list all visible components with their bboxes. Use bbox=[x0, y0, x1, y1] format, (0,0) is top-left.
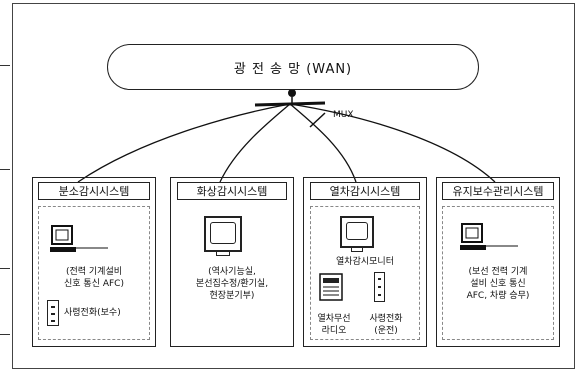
phone-label-line: (운전) bbox=[374, 326, 398, 336]
panel-desc-line: (보선 전력 기계 bbox=[468, 267, 528, 277]
edge-tick bbox=[0, 169, 10, 170]
workstation-icon bbox=[460, 223, 518, 250]
panel-desc-line: (전력 기계설비 bbox=[65, 267, 123, 277]
panel-desc-line: 설비 신호 통신 bbox=[470, 279, 526, 289]
wan-label: 광 전 송 망 (WAN) bbox=[233, 61, 353, 77]
panel-desc-line: AFC, 차량 승무) bbox=[466, 291, 530, 301]
panel-substation-monitoring bbox=[32, 177, 156, 347]
diagram-frame bbox=[12, 3, 575, 369]
panel-desc-line: 현장분기부) bbox=[209, 291, 255, 301]
radio-label-line: 라디오 bbox=[321, 326, 347, 336]
edge-tick bbox=[0, 334, 10, 335]
phone-label-line: 사령전화 bbox=[369, 314, 403, 324]
monitor-icon bbox=[340, 216, 374, 252]
workstation-icon bbox=[50, 225, 108, 252]
edge-tick bbox=[0, 65, 10, 66]
monitor-label: 열차감시모니터 bbox=[336, 257, 394, 267]
wan-network-cloud: 광 전 송 망 (WAN) bbox=[107, 44, 479, 90]
radio-label-line: 열차무선 bbox=[317, 314, 351, 324]
telephone-icon bbox=[374, 272, 385, 302]
edge-tick bbox=[0, 268, 10, 269]
panel-inner-maintenance bbox=[442, 206, 554, 340]
panel-video-monitoring bbox=[170, 177, 294, 347]
panel-maintenance-management bbox=[436, 177, 560, 347]
panel-inner-train bbox=[310, 206, 420, 340]
wan-node bbox=[288, 89, 296, 97]
mux-mark bbox=[309, 112, 326, 128]
telephone-icon bbox=[47, 300, 59, 326]
panel-train-monitoring bbox=[303, 177, 427, 347]
panel-inner-substation bbox=[38, 206, 150, 340]
panel-title-video: 화상감시시스템 bbox=[177, 182, 287, 200]
radio-icon bbox=[319, 273, 343, 301]
mux-label: MUX bbox=[333, 110, 354, 120]
panel-title-substation: 분소감시시스템 bbox=[38, 182, 150, 200]
phone-label: 사령전화(보수) bbox=[64, 308, 121, 318]
panel-title-maintenance: 유지보수관리시스템 bbox=[442, 182, 554, 200]
panel-desc-line: 신호 통신 AFC) bbox=[64, 279, 124, 289]
monitor-icon bbox=[204, 216, 242, 256]
panel-desc-line: 본선집수정/환기실, bbox=[195, 279, 269, 289]
panel-title-train: 열차감시시스템 bbox=[310, 182, 420, 200]
panel-desc-line: (역사기능실, bbox=[208, 267, 256, 277]
